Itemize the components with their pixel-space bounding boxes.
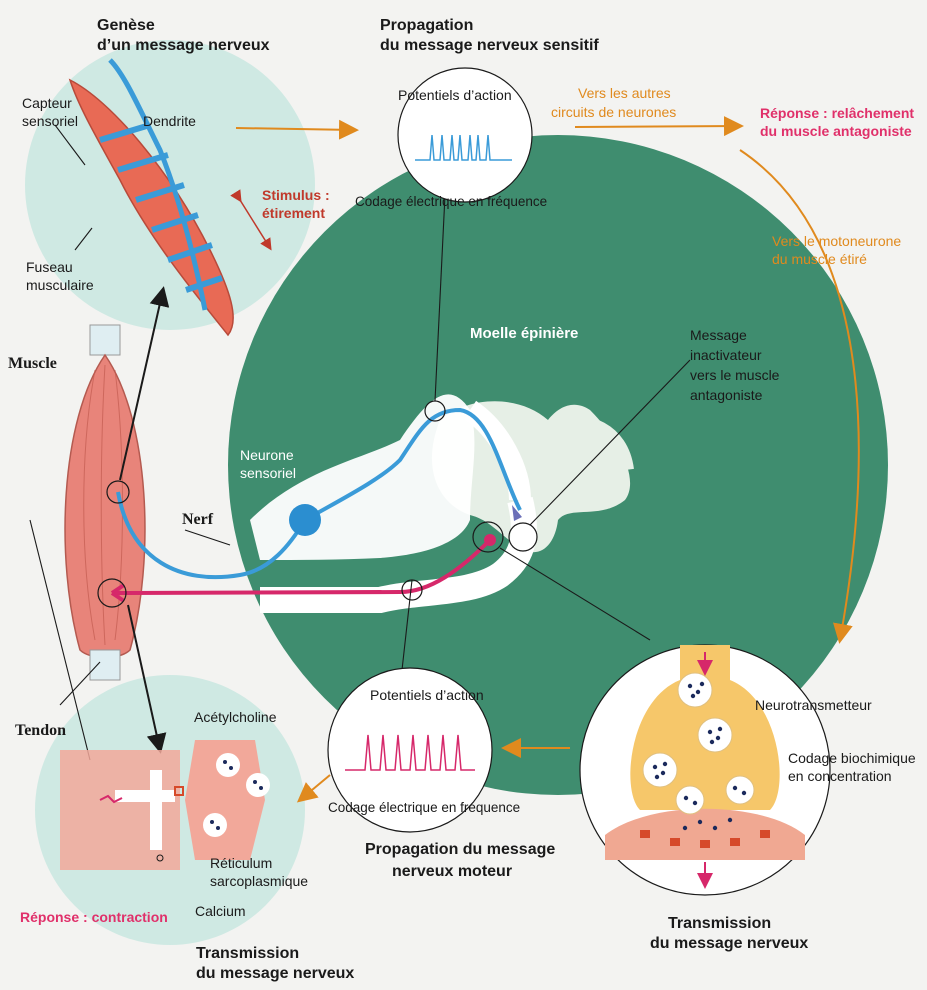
sensory-title-1: Propagation (380, 17, 473, 34)
trans-right-title-1: Transmission (668, 915, 771, 932)
motor-title-2: nerveux moteur (392, 863, 512, 880)
neurotrans-label: Neurotransmetteur (755, 697, 872, 713)
sensory-title-2: du message nerveux sensitif (380, 37, 599, 54)
codage-label-bottom: Codage électrique en fréquence (328, 800, 520, 815)
fuseau-label-2: musculaire (26, 277, 94, 293)
moelle-label: Moelle épinière (470, 325, 578, 342)
codage-label-top: Codage électrique en fréquence (355, 194, 547, 209)
codage-bio-label-2: en concentration (788, 768, 892, 784)
inact-label-3: vers le muscle (690, 367, 780, 383)
fuseau-label-1: Fuseau (26, 259, 73, 275)
autres-label-1: Vers les autres (578, 85, 671, 101)
nerf-label: Nerf (182, 511, 214, 528)
stimulus-label-1: Stimulus : (262, 187, 330, 203)
acetyl-label: Acétylcholine (194, 709, 277, 725)
genesis-title-2: d’un message nerveux (97, 37, 270, 54)
moto-label-1: Vers le motoneurone (772, 233, 901, 249)
autres-label-2: circuits de neurones (551, 104, 676, 120)
capteur-label-1: Capteur (22, 95, 72, 111)
calcium-label: Calcium (195, 903, 246, 919)
trans-left-title-2: du message nerveux (196, 965, 354, 982)
neuromuscular-junction (60, 740, 270, 870)
tendon-label: Tendon (15, 722, 66, 739)
neurone-label-1: Neurone (240, 447, 294, 463)
trans-left-title-1: Transmission (196, 945, 299, 962)
ap-label-bottom: Potentiels d’action (370, 687, 484, 703)
inact-label-4: antagoniste (690, 387, 763, 403)
codage-bio-label-1: Codage biochimique (788, 750, 916, 766)
moto-label-2: du muscle étiré (772, 251, 867, 267)
neurone-label-2: sensoriel (240, 465, 296, 481)
capteur-label-2: sensoriel (22, 113, 78, 129)
stimulus-label-2: étirement (262, 205, 325, 221)
reponse-contr-label: Réponse : contraction (20, 909, 168, 925)
reponse-relach-2: du muscle antagoniste (760, 123, 912, 139)
reticulum-label-1: Réticulum (210, 855, 272, 871)
reponse-relach-1: Réponse : relâchement (760, 105, 914, 121)
muscle-label: Muscle (8, 355, 57, 372)
reticulum-label-2: sarcoplasmique (210, 873, 308, 889)
motor-title-1: Propagation du message (365, 841, 555, 858)
inact-label-1: Message (690, 327, 747, 343)
inact-label-2: inactivateur (690, 347, 762, 363)
genesis-title-1: Genèse (97, 17, 155, 34)
trans-right-title-2: du message nerveux (650, 935, 808, 952)
sensory-neuron-body (289, 504, 321, 536)
ap-label-top: Potentiels d’action (398, 87, 512, 103)
dendrite-label: Dendrite (143, 113, 196, 129)
